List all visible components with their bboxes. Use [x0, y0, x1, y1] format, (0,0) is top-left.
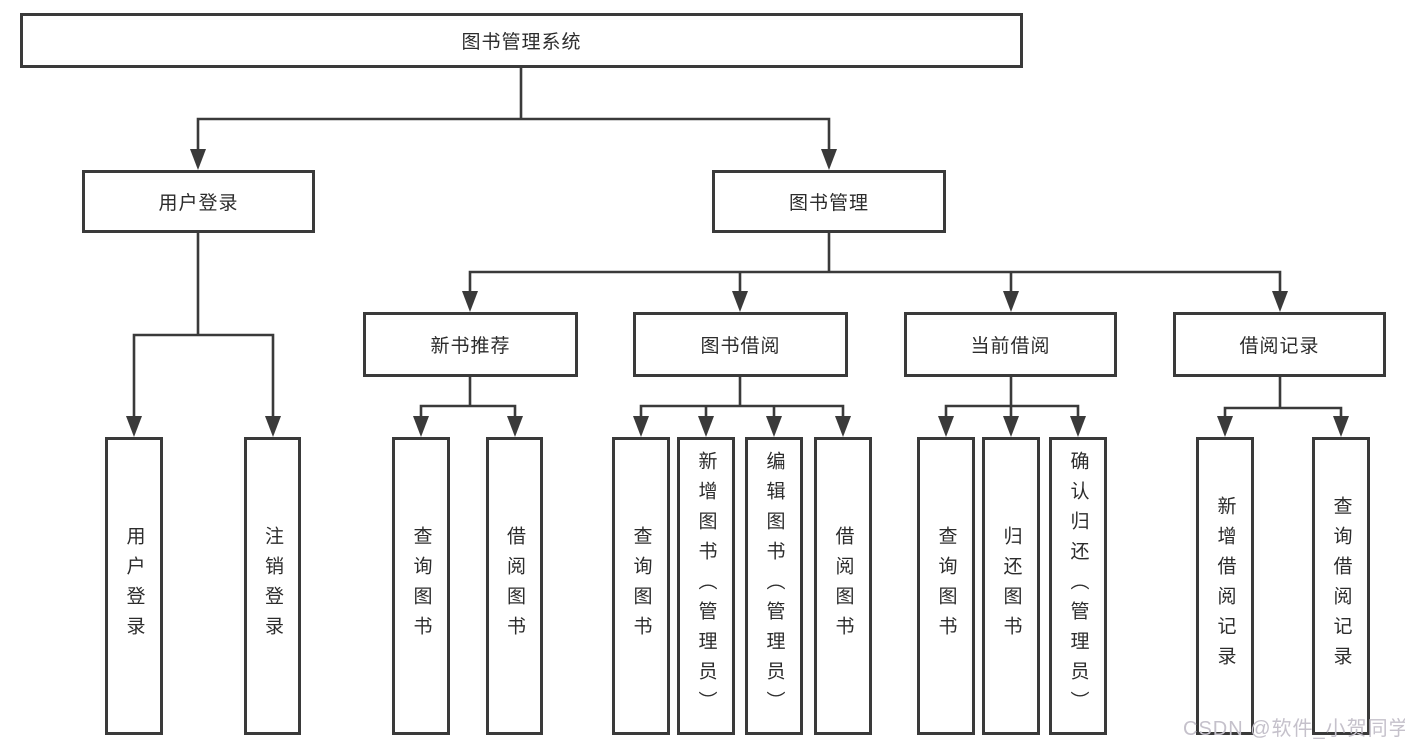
leaf-return-books: 归还图书	[982, 437, 1040, 735]
leaf-add-borrow-record: 新增借阅记录	[1196, 437, 1254, 735]
leaf-borrow-books: 借阅图书	[814, 437, 872, 735]
leaf-borrow-books-recommend: 借阅图书	[486, 437, 543, 735]
leaf-query-books-recommend: 查询图书	[392, 437, 450, 735]
node-user-login: 用户登录	[82, 170, 315, 233]
node-root-library-system: 图书管理系统	[20, 13, 1023, 68]
node-new-book-recommendation: 新书推荐	[363, 312, 578, 377]
leaf-query-borrow-record: 查询借阅记录	[1312, 437, 1370, 735]
leaf-query-books-borrowing: 查询图书	[612, 437, 670, 735]
leaf-add-book-admin: 新增图书（管理员）	[677, 437, 735, 735]
leaf-confirm-return-admin: 确认归还（管理员）	[1049, 437, 1107, 735]
leaf-edit-book-admin: 编辑图书（管理员）	[745, 437, 803, 735]
leaf-query-books-current: 查询图书	[917, 437, 975, 735]
node-current-borrowing: 当前借阅	[904, 312, 1117, 377]
node-book-management: 图书管理	[712, 170, 946, 233]
node-borrowing-records: 借阅记录	[1173, 312, 1386, 377]
leaf-user-login: 用户登录	[105, 437, 163, 735]
leaf-logout: 注销登录	[244, 437, 301, 735]
node-book-borrowing: 图书借阅	[633, 312, 848, 377]
csdn-watermark: CSDN @软件_小贺同学	[1183, 718, 1405, 740]
